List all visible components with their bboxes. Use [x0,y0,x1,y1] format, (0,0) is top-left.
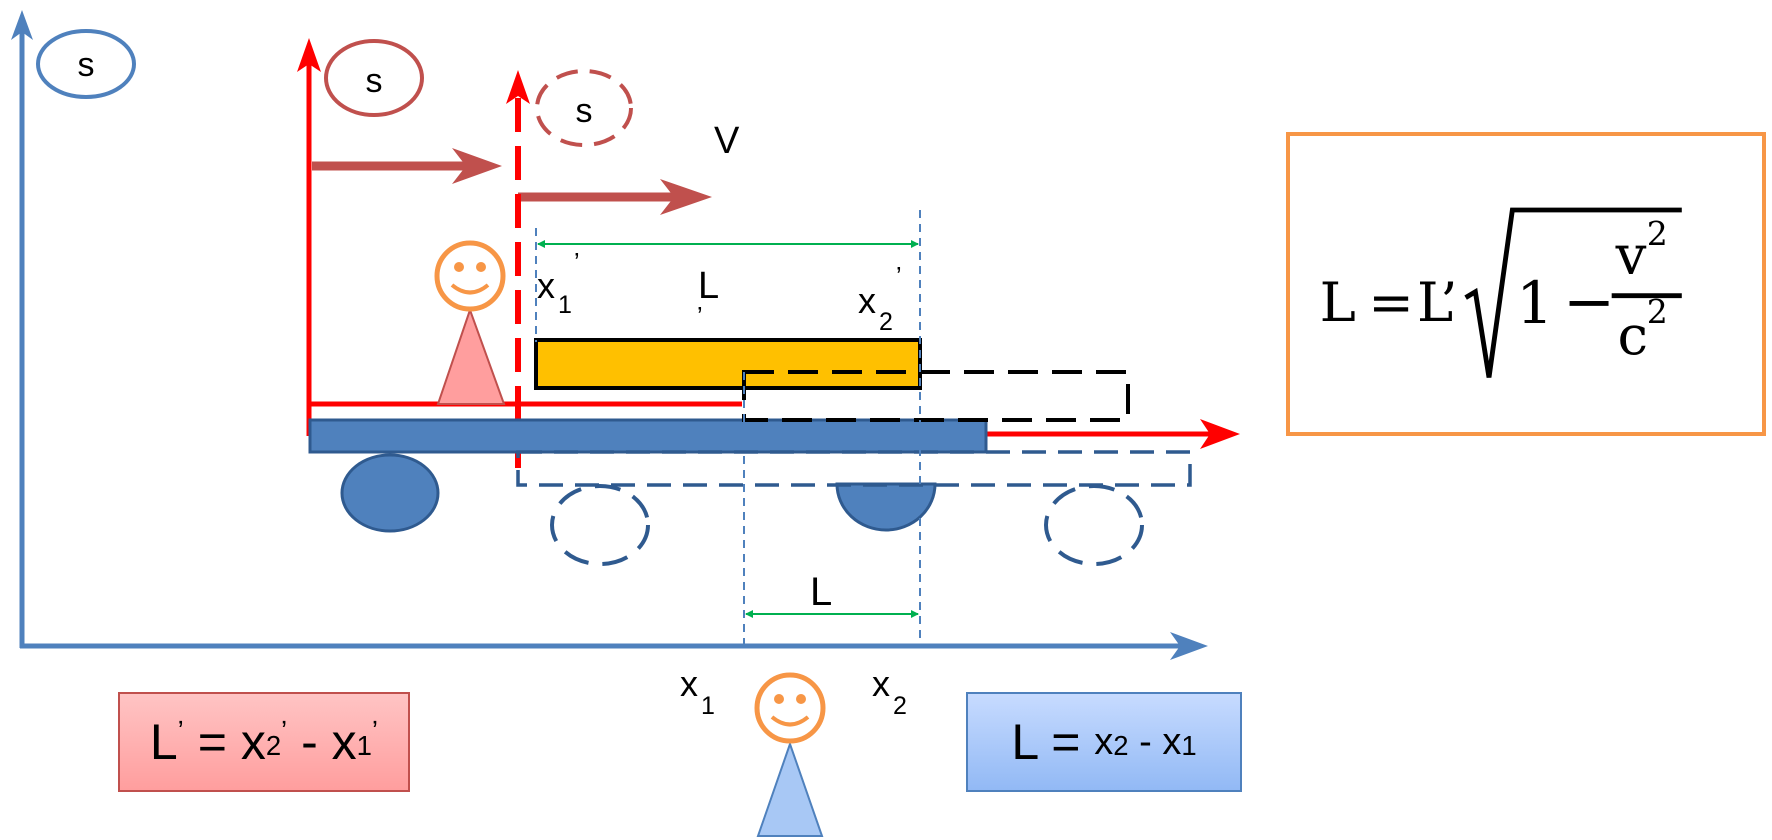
observer-moving-icon [434,240,506,405]
eq-moving-t1-sub: 2 [265,730,282,762]
eq-rest-t2-sub: 1 [1181,730,1197,762]
observer-ground-icon [754,672,826,837]
label-x2-prime: x 2 ʼ [858,262,902,336]
formula-lhs: L [1320,270,1356,334]
formula-den-base: c [1618,303,1649,367]
length-rest-label: L [810,570,832,614]
ground-y-arrowhead [11,10,33,40]
ground-frame-label: s [78,46,95,84]
guide-lines [535,210,921,646]
eq-rest-minus: - [1128,720,1163,763]
x1-prime-mark: ʼ [574,248,580,278]
formula-equals: = [1368,270,1414,334]
eq-moving-eq: = [183,714,241,770]
length-prime-mark: ʼ [697,302,703,332]
cart [308,418,988,533]
label-x2: x 2 [872,663,907,720]
x2-prime-main: x [858,280,876,321]
cart-platform [308,418,988,454]
x1-prime-sub: 1 [558,291,572,319]
ground-frame-badge: s [36,29,136,99]
velocity-arrows [312,148,712,215]
formula-render: L = L’ 1 − v 2 c 2 [1320,207,1682,378]
x1-prime-main: x [537,265,555,306]
x2-main: x [872,663,890,704]
formula-minus: − [1563,265,1615,338]
label-x1: x 1 [680,663,715,720]
length-contraction-formula: L = L’ 1 − v 2 c 2 [1286,132,1766,436]
moving-frame-later-badge: s [535,69,633,147]
eq-moving-minus: - [287,714,332,770]
x1-sub: 1 [701,692,715,720]
x2-prime-mark: ʼ [896,262,902,292]
x1-main: x [680,663,698,704]
x2-sub: 2 [893,692,907,720]
moving-frame-badge: s [324,39,424,117]
rod-moving-frame [534,338,922,390]
eq-rest-t2: x [1162,720,1182,763]
eq-moving-t2-mark: ʼ [371,716,379,748]
cart-wheel [340,453,440,533]
label-x1-prime: x 1 ʼ [537,248,580,319]
ground-frame-axes [11,10,1208,660]
cart-later [516,450,1192,566]
eq-moving-t2-sub: 1 [356,730,372,762]
formula-num-base: v [1615,223,1647,287]
moving-frame-later-label: s [576,92,593,130]
formula-den-exp: 2 [1647,292,1668,331]
formula-num-exp: 2 [1647,214,1668,253]
eq-moving-t1: x [240,714,266,770]
eq-rest-t1: x [1094,720,1114,763]
formula-lprime: L’ [1417,270,1457,334]
formula-one: 1 [1516,269,1553,337]
ground-x-arrowhead [1170,632,1208,660]
cart-wheel [835,482,937,532]
eq-rest-lhs: L = [1011,714,1095,770]
eq-rest-t1-sub: 2 [1113,730,1129,762]
moving-frame-label: s [366,62,383,100]
eq-moving-lhs-mark: ʼ [177,716,184,748]
eq-moving-lhs: L [149,714,178,770]
x2-prime-sub: 2 [879,308,893,336]
moving-frame-axes [297,38,742,436]
velocity-label: V [714,120,740,162]
sqrt-sign [1464,207,1682,378]
eq-moving-t1-mark: ʼ [281,716,288,748]
rod-later [742,370,1130,422]
eq-moving-t2: x [331,714,357,770]
length-prime-main: L [698,265,719,307]
label-length-prime: L ʼ [697,265,719,332]
